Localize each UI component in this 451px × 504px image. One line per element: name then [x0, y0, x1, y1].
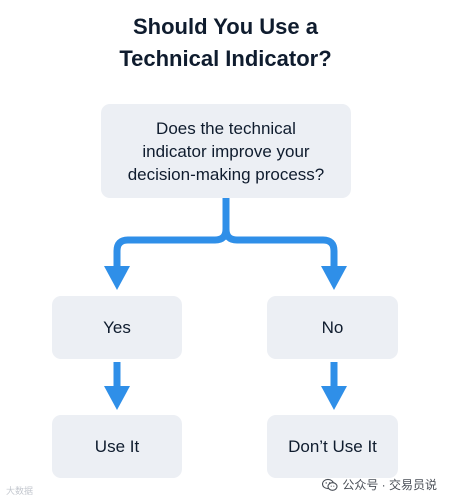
split-connector — [113, 198, 338, 270]
diagram-title-line-1: Should You Use a — [133, 14, 318, 39]
question-line-1: Does the technical — [156, 118, 296, 138]
dont-use-it-label: Don’t Use It — [288, 437, 377, 456]
question-line-3: decision-making process? — [127, 164, 325, 184]
yes-box: Yes — [52, 296, 182, 359]
arrowhead-to-yes — [104, 266, 130, 290]
dont-use-it-box: Don’t Use It — [267, 415, 398, 478]
wechat-icon — [322, 478, 338, 491]
question-line-2: indicator improve your — [142, 141, 310, 161]
arrowhead-to-dont-use-it — [321, 386, 347, 410]
yes-label: Yes — [103, 318, 131, 337]
watermark-right: 公众号 · 交易员说 — [322, 476, 437, 493]
arrowhead-to-no — [321, 266, 347, 290]
use-it-box: Use It — [52, 415, 182, 478]
no-box: No — [267, 296, 398, 359]
watermark-left-text: 大数据 — [6, 486, 34, 496]
arrowhead-to-use-it — [104, 386, 130, 410]
no-label: No — [321, 318, 344, 337]
use-it-label: Use It — [94, 437, 140, 456]
watermark-right-text: 公众号 · 交易员说 — [342, 478, 437, 492]
diagram-title-line-2: Technical Indicator? — [119, 46, 332, 71]
watermark-left: 大数据 — [6, 484, 33, 497]
question-box: Does the technical indicator improve you… — [101, 104, 351, 198]
